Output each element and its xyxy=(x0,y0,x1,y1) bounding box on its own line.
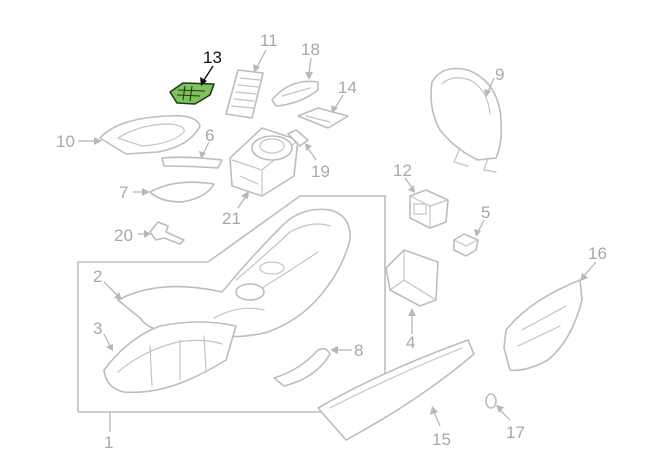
callout-1: 1 xyxy=(104,433,113,452)
callout-6: 6 xyxy=(205,126,214,145)
part-13-storage-mat[interactable] xyxy=(169,82,215,105)
callout-18: 18 xyxy=(301,40,320,59)
callout-13-highlighted: 13 xyxy=(203,48,222,67)
callout-7: 7 xyxy=(119,183,128,202)
part-10-lid[interactable] xyxy=(99,114,201,155)
callout-14: 14 xyxy=(338,78,357,97)
callout-19: 19 xyxy=(311,162,330,181)
part-15-long-trim[interactable] xyxy=(317,339,475,441)
callout-17: 17 xyxy=(506,423,525,442)
callout-12: 12 xyxy=(393,161,412,180)
callout-11: 11 xyxy=(260,31,278,50)
part-5-connector[interactable] xyxy=(453,233,479,257)
callout-8: 8 xyxy=(354,341,363,360)
callout-2: 2 xyxy=(93,267,102,286)
part-8-curved-trim[interactable] xyxy=(273,347,331,387)
callout-16: 16 xyxy=(588,244,607,263)
part-11-ribbed-cover[interactable] xyxy=(225,69,264,119)
callout-21: 21 xyxy=(222,209,241,228)
part-3-console-frame[interactable] xyxy=(103,321,237,394)
part-7-rounded-cover[interactable] xyxy=(149,181,215,203)
part-21-control-unit[interactable] xyxy=(229,127,299,197)
callout-9: 9 xyxy=(495,65,504,84)
part-17-ring[interactable] xyxy=(485,393,497,409)
part-4-bracket-panel[interactable] xyxy=(385,249,439,307)
callout-10: 10 xyxy=(56,132,75,151)
callout-labels: 1 2 3 4 5 6 7 8 9 10 11 12 13 14 15 16 1… xyxy=(56,31,607,452)
part-16-side-panel[interactable] xyxy=(503,279,583,372)
callout-5: 5 xyxy=(481,203,490,222)
callout-4: 4 xyxy=(406,333,415,352)
part-12-switch-block[interactable] xyxy=(409,189,449,229)
callout-3: 3 xyxy=(93,319,102,338)
part-6-trim-strip[interactable] xyxy=(161,156,223,169)
part-19-clip[interactable] xyxy=(287,129,309,147)
callout-15: 15 xyxy=(432,430,451,449)
part-9-armrest-lid[interactable] xyxy=(430,67,503,173)
part-18-small-tray[interactable] xyxy=(271,80,319,107)
callout-20: 20 xyxy=(114,226,133,245)
part-20-bracket[interactable] xyxy=(149,221,185,245)
part-14-flap[interactable] xyxy=(297,107,349,129)
